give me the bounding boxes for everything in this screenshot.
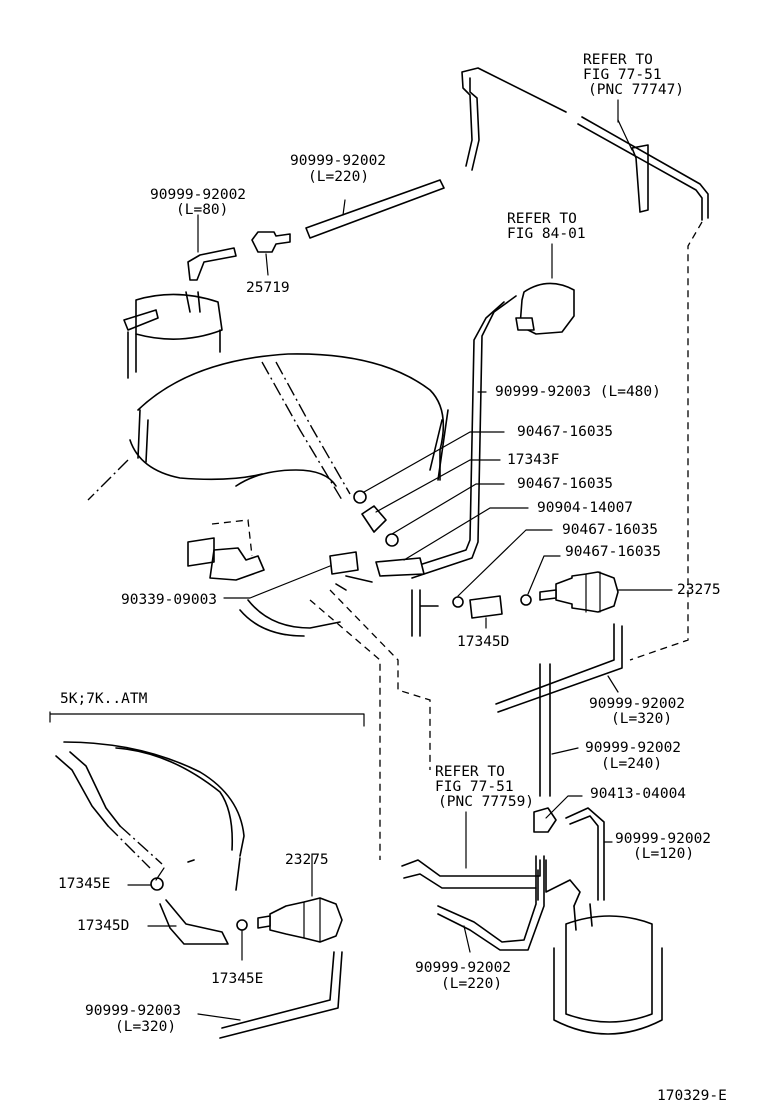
part-number: 23275 — [677, 582, 721, 598]
part-number: 90467-16035 — [565, 544, 661, 560]
part-number: 90339-09003 — [121, 592, 217, 608]
dashed-routing — [309, 221, 703, 860]
part-number: 90467-16035 — [562, 522, 658, 538]
part-number: 90467-16035 — [517, 424, 613, 440]
middle-leaders: 90467-16035 17343F 90467-16035 90904-140… — [121, 424, 661, 650]
part-length: (L=220) — [441, 976, 502, 992]
hose-480: 90999-92003 (L=480) — [409, 295, 661, 579]
hose-80: 90999-92002 (L=80) — [150, 187, 246, 281]
part-number: 90904-14007 — [537, 500, 633, 516]
part-length: (L=240) — [601, 756, 662, 772]
vacuum-valve-84-01 — [515, 282, 575, 335]
fitting-90413: 90413-04004 — [533, 786, 686, 833]
charcoal-canister-right — [553, 903, 663, 1035]
callout-text: FIG 77-51 — [583, 67, 662, 83]
charcoal-canister-left — [123, 291, 223, 379]
hose-320-right: 90999-92002 (L=320) — [495, 623, 685, 727]
hose-220-bottom: 90999-92002 (L=220) — [415, 855, 545, 992]
callout-text: FIG 77-51 — [435, 779, 514, 795]
hose-220-top: 90999-92002 (L=220) — [290, 153, 445, 239]
callout-text: REFER TO — [435, 764, 505, 780]
middle-small-parts — [329, 490, 532, 637]
inset-atm: 5K;7K..ATM 17345E 17345D 17345E 23275 90… — [49, 691, 365, 1039]
pipe-77759 — [401, 859, 581, 907]
callout-refer-77-51-top: REFER TO FIG 77-51 (PNC 77747) — [583, 52, 684, 123]
part-number: 90999-92002 — [615, 831, 711, 847]
part-length: (L=320) — [611, 711, 672, 727]
callout-text: (PNC 77747) — [588, 82, 684, 98]
hose-120: 90999-92002 (L=120) — [565, 807, 711, 901]
callout-text: REFER TO — [507, 211, 577, 227]
part-number: 25719 — [246, 280, 290, 296]
callout-refer-77-51-mid: REFER TO FIG 77-51 (PNC 77759) — [435, 764, 534, 869]
inset-label: 5K;7K..ATM — [60, 691, 148, 707]
part-number: 90413-04004 — [590, 786, 686, 802]
part-number: 90999-92002 — [150, 187, 246, 203]
part-number: 23275 — [285, 852, 329, 868]
part-number: 90999-92003 — [85, 1003, 181, 1019]
air-cleaner-housing — [87, 353, 449, 637]
callout-text: FIG 84-01 — [507, 226, 586, 242]
part-number: 17345D — [457, 634, 509, 650]
valve-23275: 23275 — [539, 571, 721, 613]
vacuum-tube-assembly — [461, 67, 709, 221]
hose-240: 90999-92002 (L=240) — [539, 663, 681, 797]
part-length: (L=220) — [308, 169, 369, 185]
part-number: 17345E — [58, 876, 110, 892]
part-length: (L=320) — [115, 1019, 176, 1035]
figure-id: 170329-E — [657, 1088, 727, 1104]
valve-25719: 25719 — [246, 231, 291, 296]
callout-refer-84-01: REFER TO FIG 84-01 — [507, 211, 586, 279]
part-number: 90999-92002 — [585, 740, 681, 756]
callout-text: (PNC 77759) — [438, 794, 534, 810]
part-number: 90999-92002 — [290, 153, 386, 169]
part-length: (L=120) — [633, 846, 694, 862]
part-number: 90999-92003 (L=480) — [495, 384, 661, 400]
part-number: 17345E — [211, 971, 263, 987]
part-number: 90467-16035 — [517, 476, 613, 492]
part-number: 90999-92002 — [589, 696, 685, 712]
part-number: 17343F — [507, 452, 559, 468]
part-number: 90999-92002 — [415, 960, 511, 976]
callout-text: REFER TO — [583, 52, 653, 68]
part-length: (L=80) — [176, 202, 228, 218]
part-number: 17345D — [77, 918, 129, 934]
